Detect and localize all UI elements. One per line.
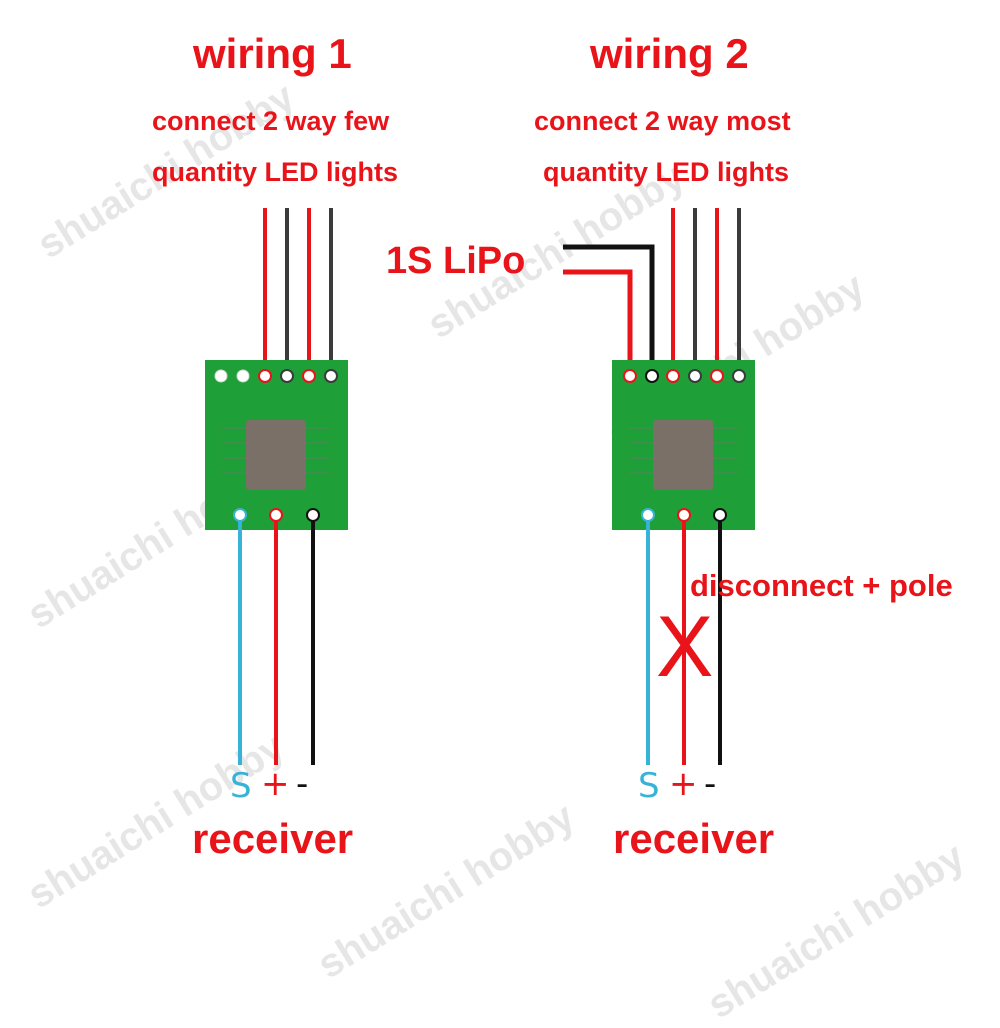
pad (732, 369, 746, 383)
wiring1-description-line2: quantity LED lights (152, 157, 398, 187)
wiring2-diagram (563, 208, 755, 765)
wiring2-description-line2: quantity LED lights (543, 157, 789, 187)
pin-label-plus: + (669, 764, 698, 804)
pad (713, 508, 727, 522)
disconnect-cross-mark: X (656, 599, 714, 695)
pad (214, 369, 228, 383)
pin-label-minus: - (704, 764, 717, 804)
pad (645, 369, 659, 383)
battery-label: 1S LiPo (386, 240, 526, 282)
pad (302, 369, 316, 383)
pad (666, 369, 680, 383)
pad (710, 369, 724, 383)
wiring2-description-line1: connect 2 way most (534, 106, 791, 136)
pin-label-signal: S (230, 766, 252, 806)
wiring2-title: wiring 2 (590, 30, 749, 77)
wiring-diagram (205, 208, 755, 765)
pad (280, 369, 294, 383)
pad (233, 508, 247, 522)
battery-wire-red (563, 269, 633, 376)
wiring1-title: wiring 1 (193, 30, 352, 77)
wiring1-description-line1: connect 2 way few (152, 106, 390, 136)
pad (306, 508, 320, 522)
chip (653, 420, 713, 490)
pad (641, 508, 655, 522)
pad (269, 508, 283, 522)
battery-wire-black (563, 244, 655, 376)
pad (258, 369, 272, 383)
pad (688, 369, 702, 383)
pad (236, 369, 250, 383)
wiring2-receiver-label: receiver (613, 815, 775, 862)
pin-label-minus: - (296, 764, 309, 804)
pad (324, 369, 338, 383)
disconnect-note: disconnect + pole (690, 568, 953, 603)
pad (677, 508, 691, 522)
pin-label-signal: S (638, 766, 660, 806)
wiring1-diagram (205, 208, 348, 765)
wiring1-receiver-label: receiver (192, 815, 354, 862)
chip (246, 420, 306, 490)
pad (623, 369, 637, 383)
pin-label-plus: + (261, 764, 290, 804)
